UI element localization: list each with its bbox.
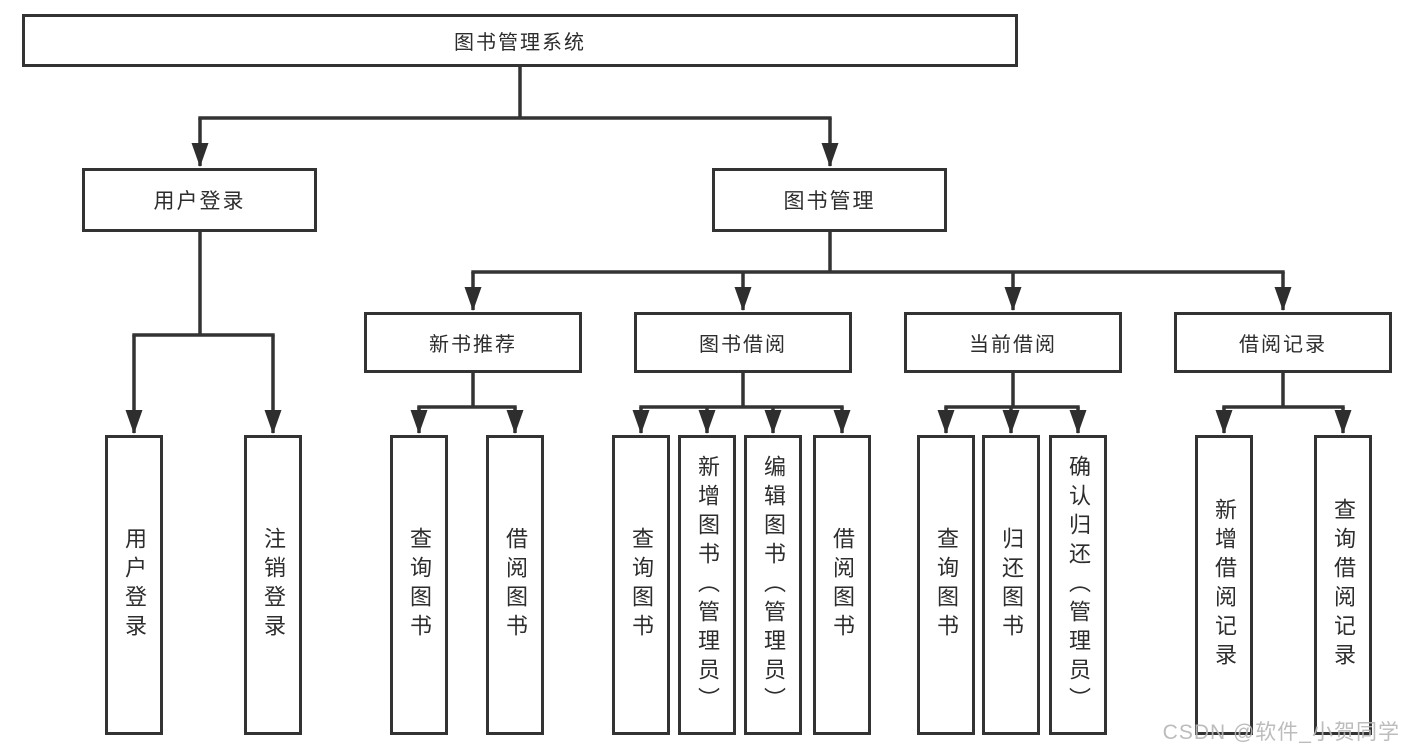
node-label: 新书推荐 bbox=[429, 334, 517, 356]
node-label: 查询图书 bbox=[934, 527, 959, 643]
csdn-watermark: CSDN @软件_小贺同学 bbox=[1162, 721, 1400, 744]
node-label: 注销登录 bbox=[261, 527, 286, 643]
node-label: 借阅图书 bbox=[830, 527, 855, 643]
leaf-current-confirm-return-admin: 确认归还（管理员） bbox=[1049, 435, 1107, 735]
node-label: 查询图书 bbox=[629, 527, 654, 643]
leaf-user-login: 用户登录 bbox=[105, 435, 163, 735]
node-book-management: 图书管理 bbox=[712, 168, 947, 232]
node-label: 编辑图书（管理员） bbox=[761, 454, 786, 716]
leaf-borrowing-query-books: 查询图书 bbox=[612, 435, 670, 735]
node-label: 借阅记录 bbox=[1239, 334, 1327, 356]
leaf-borrowing-add-books-admin: 新增图书（管理员） bbox=[678, 435, 736, 735]
node-label: 查询图书 bbox=[407, 527, 432, 643]
leaf-newbook-query-books: 查询图书 bbox=[390, 435, 448, 735]
node-new-book-recommendation: 新书推荐 bbox=[364, 312, 582, 373]
node-label: 用户登录 bbox=[153, 190, 246, 213]
leaf-logout: 注销登录 bbox=[244, 435, 302, 735]
leaf-borrowing-borrow-books: 借阅图书 bbox=[813, 435, 871, 735]
leaf-records-query-record: 查询借阅记录 bbox=[1314, 435, 1372, 735]
node-label: 图书管理 bbox=[783, 190, 876, 213]
node-label: 确认归还（管理员） bbox=[1066, 454, 1091, 716]
node-label: 新增图书（管理员） bbox=[695, 454, 720, 716]
leaf-newbook-borrow-books: 借阅图书 bbox=[486, 435, 544, 735]
leaf-current-query-books: 查询图书 bbox=[917, 435, 975, 735]
node-label: 图书借阅 bbox=[699, 334, 787, 356]
node-label: 用户登录 bbox=[122, 527, 147, 643]
node-label: 图书管理系统 bbox=[454, 32, 586, 54]
node-label: 当前借阅 bbox=[969, 334, 1057, 356]
leaf-borrowing-edit-books-admin: 编辑图书（管理员） bbox=[744, 435, 802, 735]
node-label: 借阅图书 bbox=[503, 527, 528, 643]
node-library-system: 图书管理系统 bbox=[22, 14, 1018, 67]
node-current-borrowing: 当前借阅 bbox=[904, 312, 1122, 373]
node-label: 查询借阅记录 bbox=[1331, 498, 1356, 672]
node-user-login: 用户登录 bbox=[82, 168, 317, 232]
node-book-borrowing: 图书借阅 bbox=[634, 312, 852, 373]
node-label: 新增借阅记录 bbox=[1212, 498, 1237, 672]
node-label: 归还图书 bbox=[999, 527, 1024, 643]
node-borrowing-records: 借阅记录 bbox=[1174, 312, 1392, 373]
leaf-current-return-books: 归还图书 bbox=[982, 435, 1040, 735]
leaf-records-add-record: 新增借阅记录 bbox=[1195, 435, 1253, 735]
